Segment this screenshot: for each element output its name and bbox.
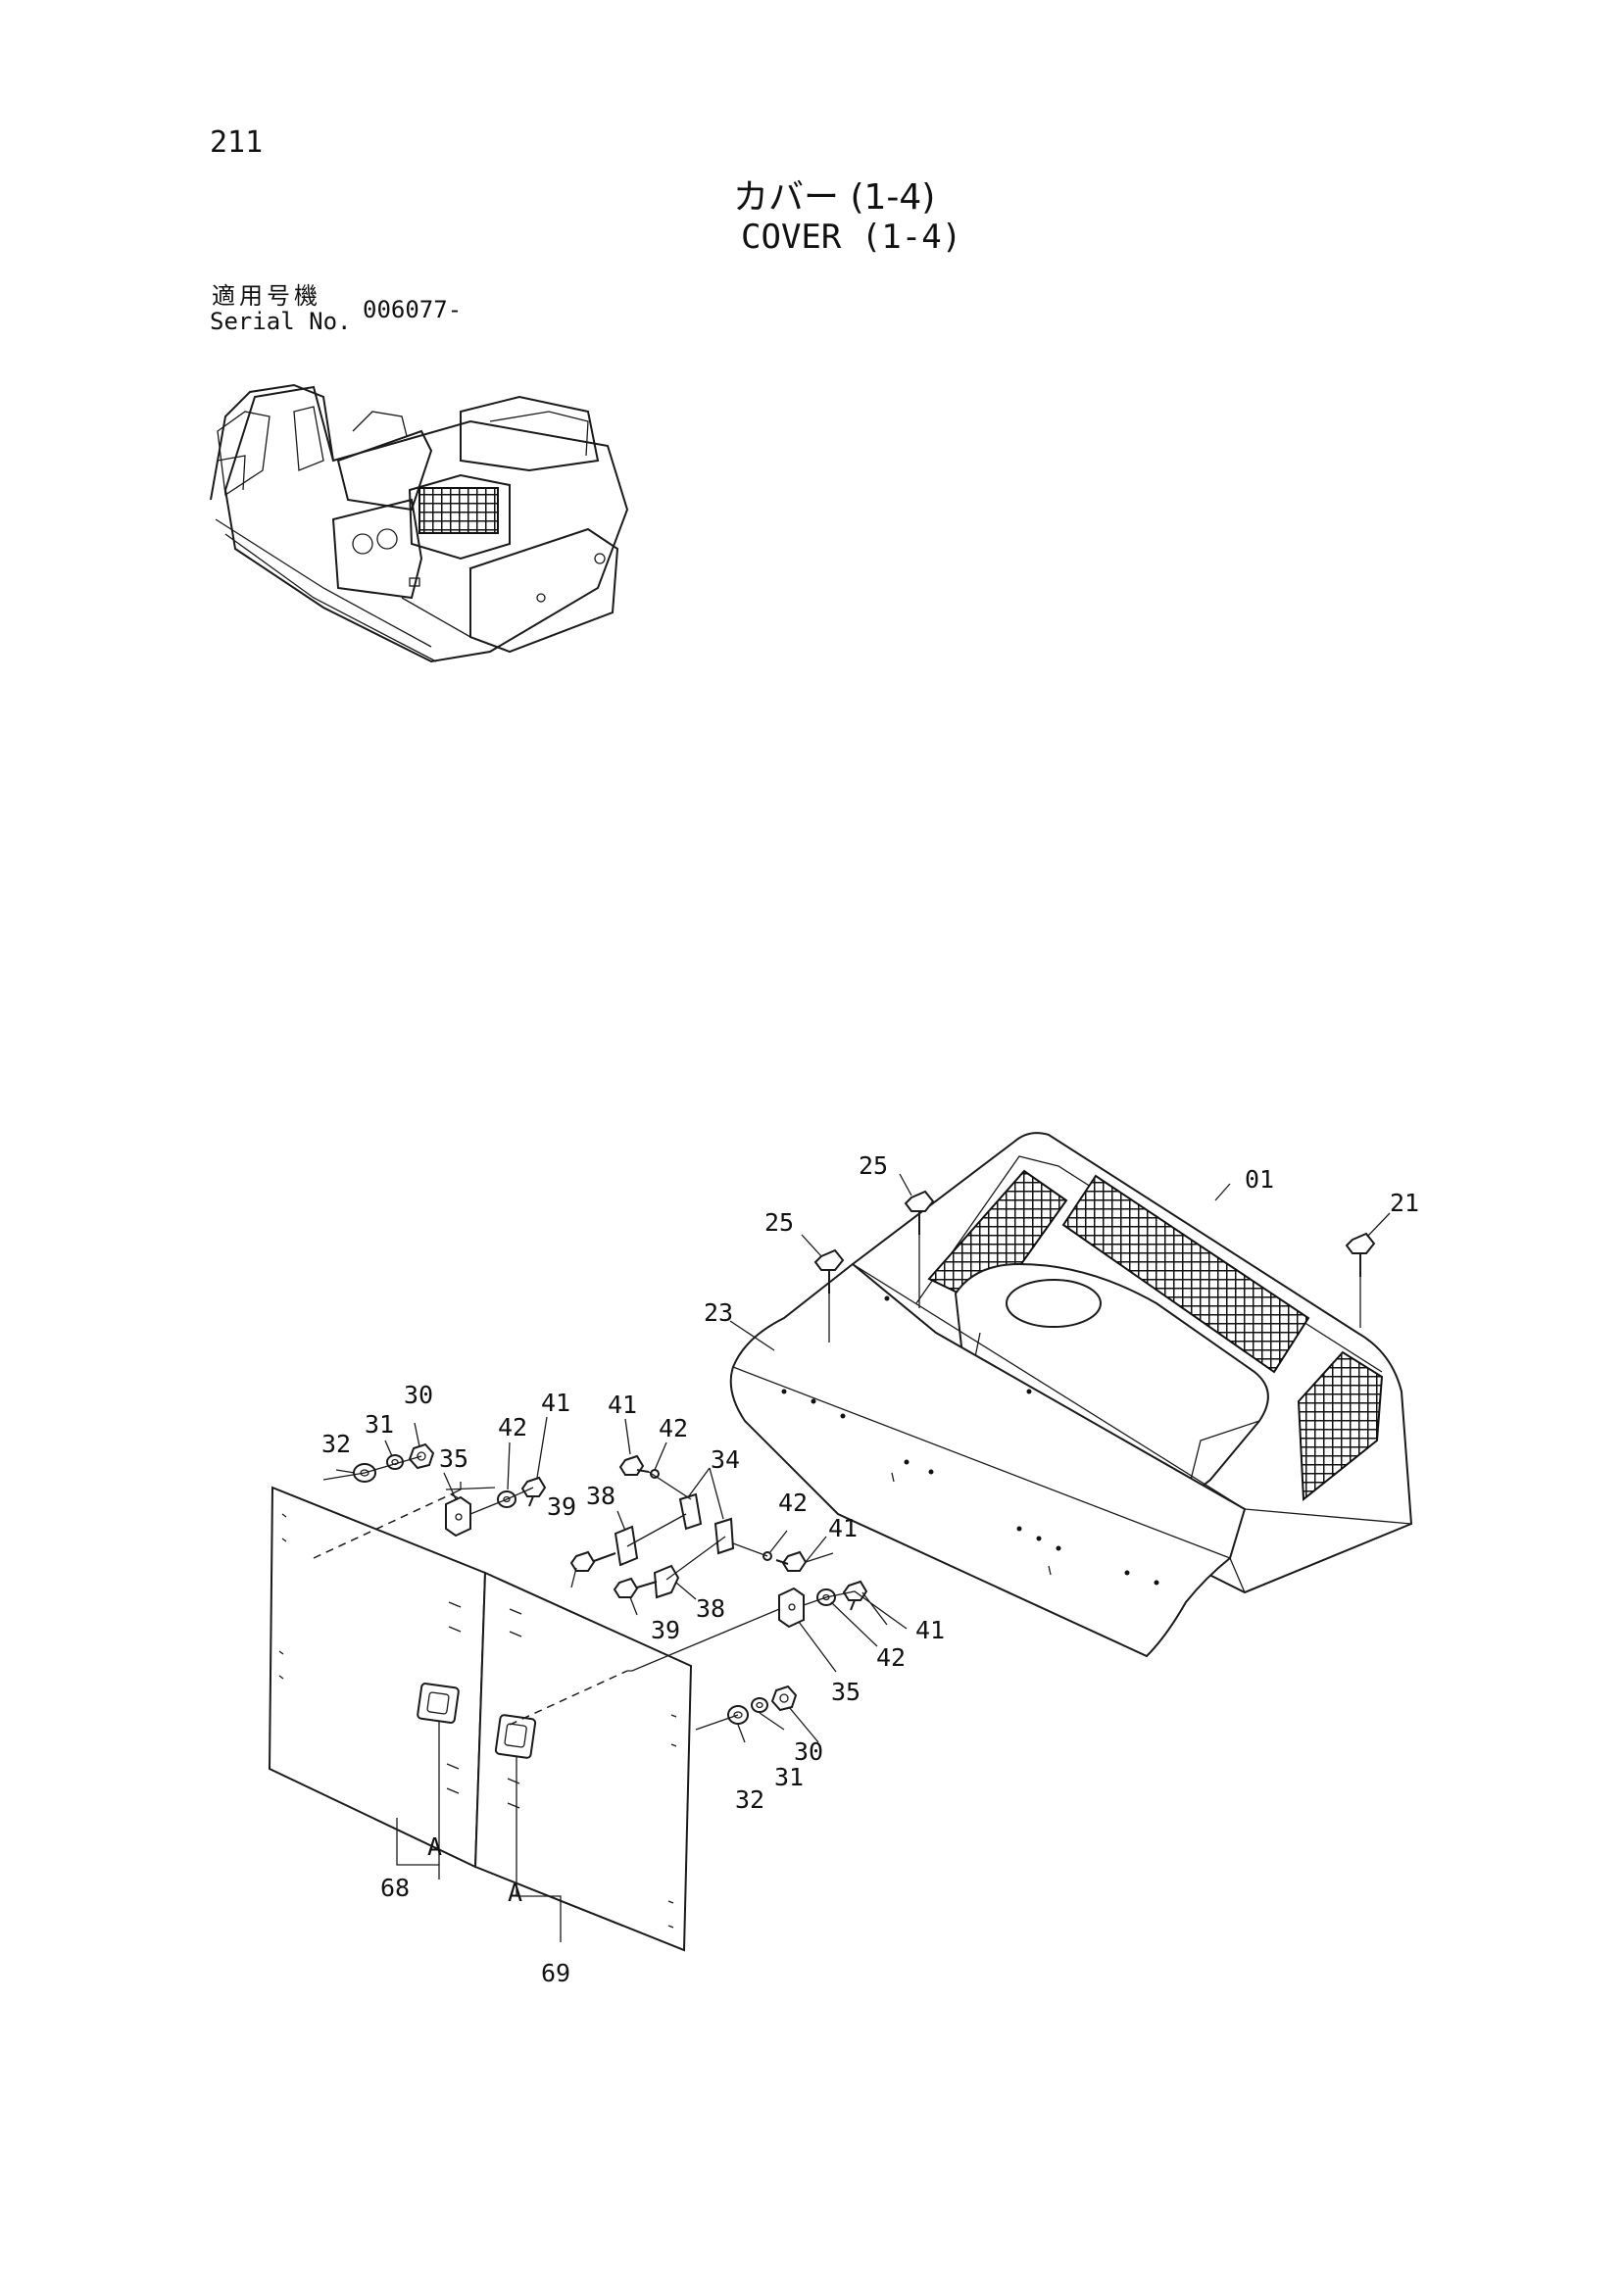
bracket-38-lower [653,1564,680,1599]
callout-31-upper: 31 [365,1410,394,1439]
callout-31-lower: 31 [774,1763,804,1791]
title-english: COVER (1-4) [741,218,962,257]
callout-32-lower: 32 [735,1785,764,1814]
callout-42-upper-hinge: 42 [498,1413,527,1441]
callout-41-top: 41 [608,1391,637,1419]
callout-25-right: 25 [859,1151,888,1180]
callout-42-lower-hinge: 42 [876,1643,906,1672]
bolt-25-right [904,1190,935,1308]
callout-41-right: 41 [828,1514,858,1542]
bracket-34-lower [713,1517,735,1555]
hinge-35-lower [778,1587,805,1629]
callout-39-upper: 39 [547,1492,576,1521]
callout-30-upper: 30 [404,1381,433,1409]
callout-21: 21 [1390,1189,1419,1217]
lock-washer-31-lower [751,1697,768,1713]
callout-38-lower: 38 [696,1594,725,1623]
callout-69: 69 [541,1959,570,1987]
callout-34: 34 [711,1445,740,1474]
machine-overview-illustration [210,383,629,663]
bracket-38-upper [614,1525,639,1567]
section-label-a-right: A [508,1879,522,1907]
callout-39-lower: 39 [651,1616,680,1644]
side-door-69 [473,1571,693,1952]
callout-68: 68 [380,1874,410,1902]
callout-23: 23 [704,1298,733,1327]
bolt-21 [1345,1232,1376,1328]
bolt-39-lower [613,1577,658,1598]
bolt-41-top [618,1454,650,1476]
callout-labels: 01 21 23 25 25 30 30 31 31 32 32 34 35 3… [321,1151,1419,1987]
bolt-41-upper-hinge [520,1476,547,1507]
bolt-25-left [813,1248,845,1343]
page-number: 211 [210,125,264,160]
nut-30-lower [770,1685,798,1712]
bracket-34-upper [678,1492,703,1531]
bolt-39-upper [569,1550,616,1572]
callout-42-right: 42 [778,1489,808,1517]
callout-25-left: 25 [764,1208,794,1237]
callout-41-lower-hinge: 41 [915,1616,945,1644]
section-label-a-left: A [427,1832,442,1861]
callout-30-lower: 30 [794,1737,823,1766]
hinge-35-upper [445,1495,471,1538]
bolt-41-lower-hinge [842,1580,868,1611]
callout-35-upper: 35 [439,1444,468,1473]
callout-41-upper-hinge: 41 [541,1389,570,1417]
callout-01: 01 [1245,1165,1274,1194]
bolt-41-right [775,1550,808,1572]
callout-leader-lines [335,1173,1391,1743]
title-japanese: カバー (1-4) [733,177,936,218]
callout-38-upper: 38 [586,1482,615,1510]
serial-label-japanese: 適用号機 [212,282,321,310]
callout-32-upper: 32 [321,1430,351,1458]
callout-35-lower: 35 [831,1678,861,1706]
serial-label-english: Serial No. [210,308,352,335]
serial-number-value: 006077- [363,296,463,323]
callout-42-top: 42 [659,1414,688,1442]
side-door-68 [268,1486,487,1869]
engine-cover-assembly [729,1132,1413,1658]
